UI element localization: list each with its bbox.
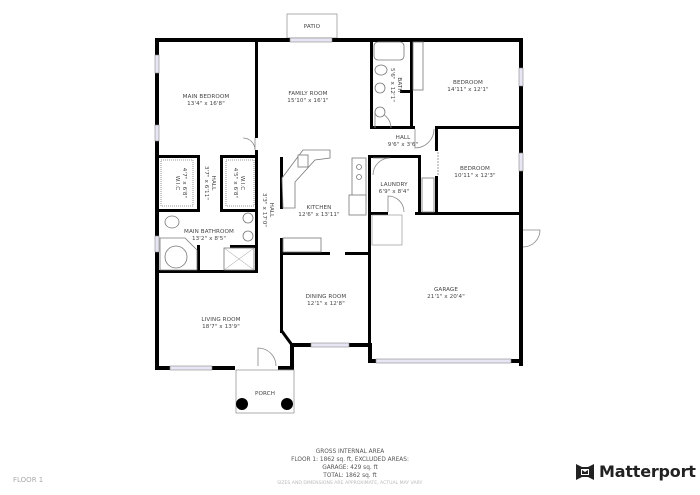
room-name-hall-2: HALL xyxy=(210,176,216,191)
diagonal-wall xyxy=(279,329,294,346)
area-garage-line: GARAGE: 429 sq. ft xyxy=(322,465,378,471)
room-name-main-bathroom: MAIN BATHROOM xyxy=(184,229,234,235)
room-name-dining-room: DINING ROOM xyxy=(306,294,347,300)
area-summary: GROSS INTERNAL AREA FLOOR 1: 1862 sq. ft… xyxy=(0,448,700,488)
area-title: GROSS INTERNAL AREA xyxy=(315,449,385,455)
room-name-garage: GARAGE xyxy=(434,287,458,293)
room-size-wic-2: 4'5" x 6'8" xyxy=(232,168,238,199)
room-name-laundry: LAUNDRY xyxy=(380,182,408,188)
area-disclaimer: SIZES AND DIMENSIONS ARE APPROXIMATE, AC… xyxy=(277,481,423,486)
room-size-hall-1: 9'6" x 3'6" xyxy=(388,142,419,148)
room-size-garage: 21'1" x 20'4" xyxy=(427,294,465,300)
room-size-laundry: 6'9" x 8'4" xyxy=(379,189,410,195)
room-size-bath: 5'6" x 12'1" xyxy=(389,68,395,102)
fixtures xyxy=(159,41,435,414)
room-labels: PATIO MAIN BEDROOM 13'4" x 16'8" FAMILY … xyxy=(174,24,496,397)
room-size-hall-3: 3'3" x 17'0" xyxy=(261,193,267,227)
room-size-family-room: 15'10" x 16'1" xyxy=(287,98,329,104)
room-name-porch: PORCH xyxy=(255,391,275,397)
doors xyxy=(242,111,541,367)
room-size-dining-room: 12'1" x 12'8" xyxy=(307,301,345,307)
room-size-living-room: 18'7" x 13'9" xyxy=(202,324,240,330)
patio-outline xyxy=(286,13,338,39)
room-name-bath: BATH xyxy=(396,77,402,92)
room-name-family-room: FAMILY ROOM xyxy=(288,91,327,97)
room-name-living-room: LIVING ROOM xyxy=(201,317,240,323)
room-name-hall-1: HALL xyxy=(396,135,411,141)
room-size-main-bedroom: 13'4" x 16'8" xyxy=(187,101,225,107)
room-name-bedroom-2: BEDROOM xyxy=(460,166,490,172)
room-size-main-bathroom: 13'2" x 8'5" xyxy=(192,236,226,242)
room-name-bedroom-1: BEDROOM xyxy=(453,80,483,86)
windows xyxy=(154,37,524,371)
room-size-bedroom-1: 14'11" x 12'1" xyxy=(447,87,489,93)
room-name-wic-1: W.I.C xyxy=(174,176,180,191)
room-size-wic-1: 4'7" x 6'8" xyxy=(181,168,187,199)
room-name-kitchen: KITCHEN xyxy=(307,205,332,211)
matterport-logo-icon xyxy=(576,463,594,480)
room-name-hall-3: HALL xyxy=(268,203,274,218)
area-floor-line: FLOOR 1: 1862 sq. ft, EXCLUDED AREAS: xyxy=(291,457,409,463)
area-total-line: TOTAL: 1862 sq. ft xyxy=(323,473,377,479)
room-size-kitchen: 12'6" x 13'11" xyxy=(298,212,340,218)
room-name-wic-2: W.I.C xyxy=(239,176,245,191)
room-size-hall-2: 3'7" x 6'11" xyxy=(203,166,209,200)
room-name-main-bedroom: MAIN BEDROOM xyxy=(183,94,230,100)
room-size-bedroom-2: 10'11" x 12'3" xyxy=(454,173,496,179)
room-name-patio: PATIO xyxy=(304,24,321,30)
floor-label: FLOOR 1 xyxy=(13,476,44,484)
interior-walls xyxy=(155,38,523,363)
brand-name: Matterport xyxy=(599,462,696,481)
brand-logo: Matterport xyxy=(576,462,696,481)
